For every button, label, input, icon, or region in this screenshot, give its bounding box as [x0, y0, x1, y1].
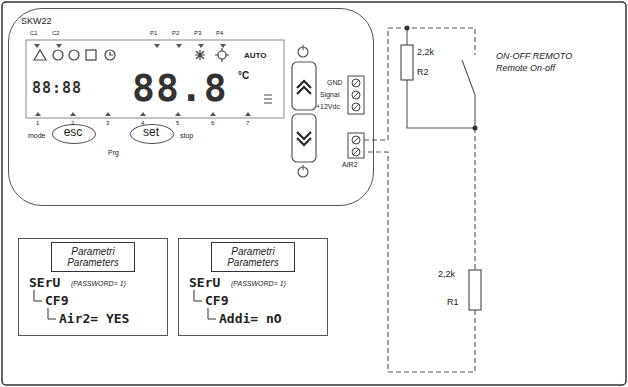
button-caption: Prg [108, 149, 119, 157]
tick [210, 112, 216, 116]
tick [35, 112, 41, 116]
segment-number: 1 [36, 120, 39, 127]
switch-label: Remote On-off [496, 64, 555, 74]
terminal-name: GND [327, 79, 343, 87]
tick [56, 44, 62, 48]
terminal-name: Signal [320, 91, 339, 99]
set-button: set [130, 124, 174, 144]
parameter-header: Parametri Parameters [51, 242, 135, 272]
lcd-label: C1 [30, 30, 38, 37]
tick [105, 112, 111, 116]
junction-dot [473, 126, 478, 131]
segment-number: 7 [246, 120, 249, 127]
lcd-digits: 88:88 [32, 80, 82, 97]
terminal-name: +12Vdc [316, 103, 340, 111]
lcd-window [26, 40, 284, 118]
terminal-name: AIR2 [342, 161, 358, 169]
parameter-box: Parametri ParametersSErU (PASSWORD= 1)CF9… [18, 238, 168, 336]
menu-code: CF9 [45, 294, 68, 308]
remote-wiring [364, 28, 475, 372]
parameter-box: Parametri ParametersSErU (PASSWORD= 1)CF9… [178, 238, 328, 336]
tick [154, 44, 160, 48]
tick [176, 44, 182, 48]
junction-dot [405, 26, 410, 31]
segment-number: 3 [106, 120, 109, 127]
arrow-buttons [292, 45, 316, 177]
tick [140, 112, 146, 116]
segment-number: 2 [71, 120, 74, 127]
lcd-icon-text: AUTO [244, 52, 267, 61]
resistor-name: R2 [417, 68, 429, 78]
lcd-digits: 88.8 [132, 68, 228, 110]
menu-code: SErU [29, 276, 60, 290]
segment-number: 4 [141, 120, 144, 127]
lcd-label: P1 [150, 30, 157, 37]
resistor-symbol [469, 270, 481, 310]
button-caption: stop [180, 132, 193, 140]
lcd-label: P2 [172, 30, 179, 37]
menu-code: SErU [189, 276, 220, 290]
parameter-value: Addi= nO [219, 312, 282, 326]
parameter-value: Air2= YES [59, 312, 129, 326]
parameter-header: Parametri Parameters [211, 242, 295, 272]
password-note: (PASSWORD= 1) [231, 280, 286, 288]
switch-label: ON-OFF REMOTO [496, 52, 572, 62]
button-label: set [143, 126, 159, 139]
tick [220, 44, 226, 48]
terminal-blocks [348, 76, 364, 158]
tick [70, 112, 76, 116]
password-note: (PASSWORD= 1) [71, 280, 126, 288]
segment-number: 6 [211, 120, 214, 127]
esc-button: esc [52, 124, 96, 144]
tick [245, 112, 251, 116]
lcd-label: P4 [216, 30, 223, 37]
lcd-unit: °C [238, 70, 249, 81]
lcd-label: P3 [194, 30, 201, 37]
tick [34, 44, 40, 48]
menu-code: CF9 [205, 294, 228, 308]
resistor-symbol [401, 45, 413, 80]
resistor-name: R1 [447, 298, 459, 308]
tick [175, 112, 181, 116]
model-name: SKW22 [21, 17, 52, 27]
resistor-value: 2,2k [417, 48, 434, 58]
tick [198, 44, 204, 48]
segment-number: 5 [176, 120, 179, 127]
resistor-value: 2,2k [438, 270, 455, 280]
lcd-label: C2 [52, 30, 60, 37]
button-label: esc [64, 126, 83, 139]
button-caption: mode [28, 132, 46, 140]
